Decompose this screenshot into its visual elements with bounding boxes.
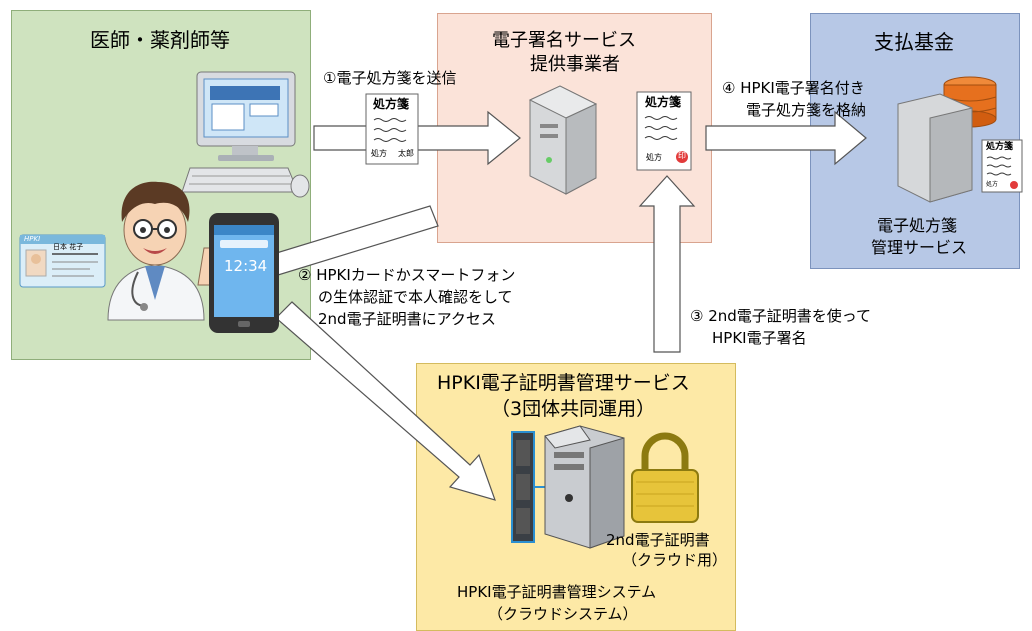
padlock-icon [631,432,699,523]
step3-label-line2: HPKI電子署名 [712,329,807,347]
cert-label-line2: （クラウド用） [622,551,728,569]
phone-clock: 12:34 [224,257,268,275]
doctor-panel-title: 医師・薬剤師等 [90,28,230,52]
hpki-card-label: HPKI [24,235,41,243]
arrow-access [275,301,496,501]
prescription-doc-sent [365,93,419,165]
hpki-panel-title-line1: HPKI電子証明書管理サービス [437,372,690,394]
computer-icon [181,71,310,198]
cert-label-line1: 2nd電子証明書 [606,531,710,549]
prescription-doc-signed [636,91,692,171]
server-icon [528,85,598,195]
step3-label-line1: ③ 2nd電子証明書を使って [690,307,872,325]
hpki-card-name: 日本 花子 [53,243,84,251]
step2-label-line1: ② HPKIカードかスマートフォン [298,266,516,284]
step2-label-line3: 2nd電子証明書にアクセス [318,310,496,328]
doc-signed-sign: 処方 [646,153,662,162]
provider-panel-title-line1: 電子署名サービス [492,30,636,51]
arrow-store [705,110,867,166]
smartphone-icon [209,213,279,333]
fund-caption-line2: 管理サービス [871,238,968,257]
doc-stored-sign: 処方 [986,181,999,188]
provider-panel-title-line2: 提供事業者 [530,54,620,75]
doc-signed-seal: 印 [678,151,686,160]
step4-label-line1: ④ HPKI電子署名付き [722,79,865,97]
hpki-card-icon [19,234,106,288]
hpki-panel-title-line2: （3団体共同運用） [491,398,656,420]
line-access [269,205,439,276]
doc-sent-sign-left: 処方 [371,149,387,158]
prescription-doc-stored [981,139,1023,193]
system-label-line1: HPKI電子証明書管理システム [457,583,657,601]
doc-signed-title: 処方箋 [645,95,682,109]
fund-panel-title: 支払基金 [874,30,954,54]
fund-caption-line1: 電子処方箋 [877,216,958,235]
arrow-sign [638,175,696,353]
doc-sent-sign-right: 太郎 [398,149,414,158]
step1-label: ①電子処方箋を送信 [323,69,457,87]
step4-label-line2: 電子処方箋を格納 [746,101,867,119]
doc-sent-title: 処方箋 [373,97,410,111]
system-label-line2: （クラウドシステム） [488,605,638,623]
cloud-server-icon [511,425,625,549]
doctor-icon [107,181,213,321]
fund-server-icon [897,93,973,203]
doc-stored-title: 処方箋 [986,142,1014,152]
step2-label-line2: の生体認証で本人確認をして [318,288,513,306]
